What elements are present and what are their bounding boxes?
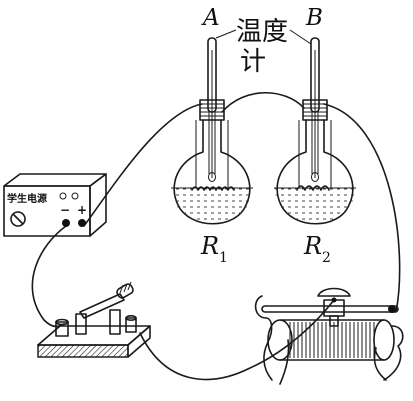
label-plus: +: [77, 203, 87, 217]
flask-r1: [171, 99, 253, 225]
resistance-coil-r1: [191, 186, 235, 191]
resistance-coil-r2: [296, 185, 330, 191]
label-thermometer-line2: 计: [240, 47, 266, 77]
power-supply: [3, 173, 107, 237]
label-thermometer-a: A: [201, 5, 220, 31]
label-thermometer-line1: 温度: [236, 17, 288, 47]
label-r2-subscript: 2: [322, 250, 331, 266]
label-r2-letter: R: [303, 232, 322, 260]
rheostat-end-terminal: [388, 305, 396, 313]
sliding-rheostat: [254, 287, 404, 385]
label-minus: −: [60, 203, 70, 217]
rheostat-slider: [317, 287, 351, 327]
flask-r2: [274, 99, 356, 225]
label-thermometer-b: B: [305, 5, 323, 31]
label-r1-letter: R: [200, 232, 219, 260]
label-power-supply: 学生电源: [7, 192, 47, 205]
knife-switch: [37, 281, 151, 358]
voltage-dial-icon: [10, 211, 26, 227]
rheostat-winding: [289, 322, 375, 358]
minus-terminal: [62, 219, 70, 227]
label-r1-subscript: 1: [219, 250, 228, 266]
plus-terminal: [78, 219, 86, 227]
thermometer-b: [310, 37, 320, 182]
thermometer-a: [207, 37, 217, 182]
